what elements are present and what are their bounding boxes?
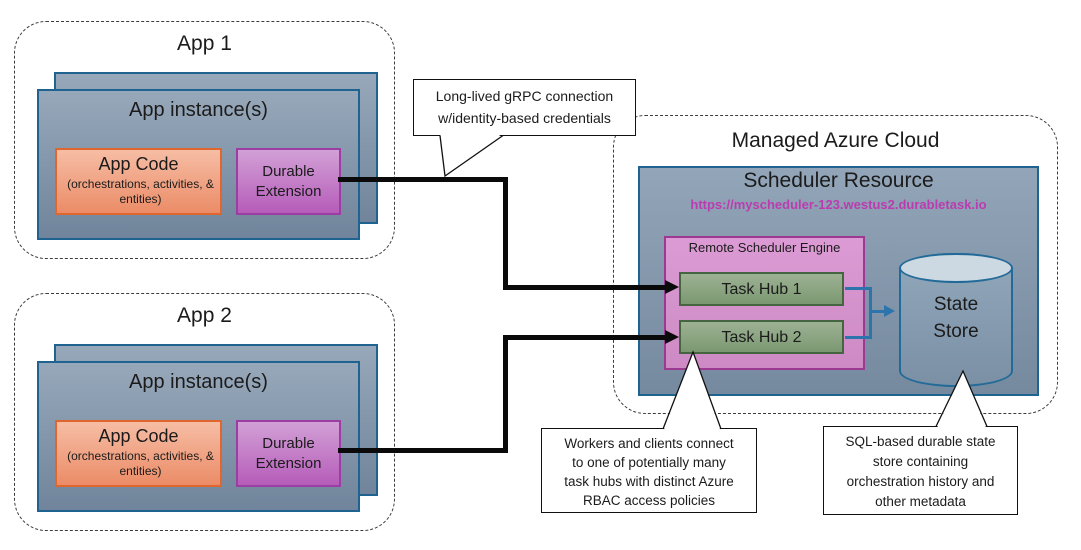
app2-app-code-title: App Code <box>98 426 179 446</box>
app2-arrowhead-icon <box>665 330 679 344</box>
sql-callout-line: orchestration history and <box>846 474 995 489</box>
app1-instance-label: App instance(s) <box>129 99 268 121</box>
task-hub-1-box: Task Hub 1 <box>679 272 844 306</box>
app2-grpc-connector-line <box>503 336 508 453</box>
app1-grpc-connector-line <box>338 177 506 182</box>
app1-durable-extension-box: Durable Extension <box>236 148 341 215</box>
app2-app-code-subtitle: (orchestrations, activities, & entities) <box>67 449 214 478</box>
cloud-title: Managed Azure Cloud <box>731 129 940 152</box>
workers-callout: Workers and clients connect to one of po… <box>541 428 757 513</box>
store-arrow-line <box>869 310 885 313</box>
workers-callout-line: to one of potentially many <box>572 455 726 470</box>
app1-grpc-connector-line <box>503 285 666 290</box>
store-bracket-line <box>869 287 872 339</box>
task-hub-2-label: Task Hub 2 <box>721 329 802 346</box>
grpc-callout-line: Long-lived gRPC connection <box>435 88 614 104</box>
app1-arrowhead-icon <box>665 280 679 294</box>
task-hub-2-box: Task Hub 2 <box>679 320 844 354</box>
hub1-to-store-line <box>845 287 871 290</box>
grpc-callout: Long-lived gRPC connection w/identity-ba… <box>413 79 636 136</box>
sql-callout-line: store containing <box>872 454 969 469</box>
task-hub-1-label: Task Hub 1 <box>721 281 802 298</box>
app1-durable-extension-label: Durable Extension <box>255 163 322 200</box>
state-store-cylinder-top <box>899 253 1013 283</box>
app1-grpc-connector-line <box>503 177 508 289</box>
hub2-to-store-line <box>845 336 871 339</box>
app1-app-code-title: App Code <box>98 154 179 174</box>
app2-durable-extension-box: Durable Extension <box>236 420 341 487</box>
app2-instance-box: App instance(s) App Code (orchestrations… <box>37 361 360 512</box>
app2-grpc-connector-line <box>503 335 666 340</box>
app2-app-code-box: App Code (orchestrations, activities, & … <box>55 420 222 487</box>
sql-callout: SQL-based durable state store containing… <box>823 426 1018 515</box>
app2-instance-label: App instance(s) <box>129 371 268 393</box>
managed-azure-cloud-container: Managed Azure Cloud <box>613 115 1058 414</box>
app2-container: App 2 App instance(s) App Code (orchestr… <box>14 293 395 531</box>
app2-grpc-connector-line <box>338 448 506 453</box>
grpc-tail <box>440 133 503 176</box>
workers-callout-line: RBAC access policies <box>582 493 716 508</box>
app2-title: App 2 <box>177 304 232 327</box>
app1-title: App 1 <box>177 32 232 55</box>
workers-callout-line: Workers and clients connect <box>564 436 734 451</box>
app1-app-code-subtitle: (orchestrations, activities, & entities) <box>67 177 214 206</box>
remote-scheduler-engine-label: Remote Scheduler Engine <box>688 240 841 255</box>
app1-instance-box: App instance(s) App Code (orchestrations… <box>37 89 360 240</box>
app1-container: App 1 App instance(s) App Code (orchestr… <box>14 21 395 259</box>
app2-durable-extension-label: Durable Extension <box>255 435 322 472</box>
grpc-callout-line: w/identity-based credentials <box>438 110 611 126</box>
state-store-label: State Store <box>933 294 979 342</box>
workers-callout-line: task hubs with distinct Azure <box>564 474 734 489</box>
sql-callout-line: other metadata <box>875 494 966 509</box>
app1-app-code-box: App Code (orchestrations, activities, & … <box>55 148 222 215</box>
scheduler-resource-title: Scheduler Resource <box>743 169 934 192</box>
store-arrowhead-icon <box>884 305 895 317</box>
sql-callout-line: SQL-based durable state <box>845 434 996 449</box>
scheduler-url: https://myscheduler-123.westus2.durablet… <box>690 197 987 212</box>
